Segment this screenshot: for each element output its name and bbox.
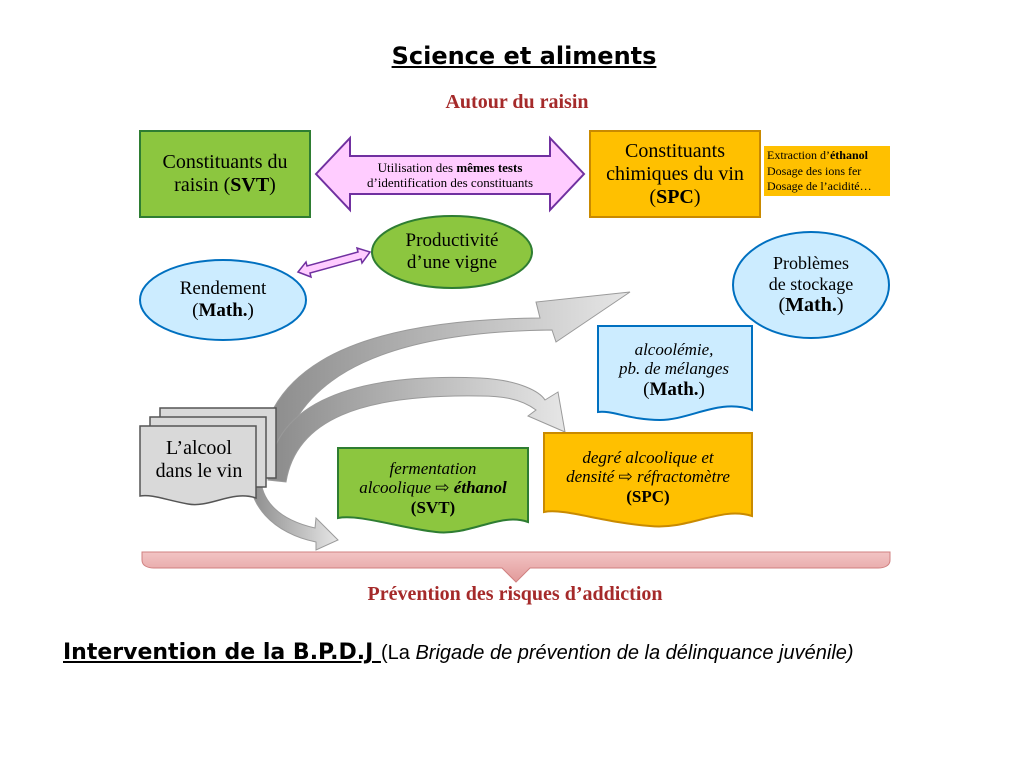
productivite-label: Productivité d’une vigne bbox=[405, 230, 499, 273]
vin-note: Extraction d’éthanol Dosage des ions fer… bbox=[764, 146, 890, 196]
rendement-ellipse bbox=[139, 259, 307, 341]
vin-label: Constituants chimiques du vin (SPC) bbox=[606, 139, 744, 208]
intervention-line: Intervention de la B.P.D.J (La Brigade d… bbox=[63, 640, 854, 665]
arrow-right-icon: ⇨ bbox=[618, 467, 633, 487]
curved-arrow-top bbox=[257, 291, 631, 471]
brace-bar bbox=[141, 551, 891, 583]
degre-label: degré alcoolique et densité ⇨ réfractomè… bbox=[566, 447, 730, 506]
problemes-ellipse bbox=[732, 231, 890, 339]
page-title: Science et aliments bbox=[391, 42, 657, 70]
fermentation-document bbox=[337, 447, 529, 534]
raisin-label: Constituants du raisin (SVT) bbox=[162, 151, 288, 196]
rendement-label: Rendement (Math.) bbox=[179, 278, 267, 321]
problemes-label: Problèmes de stockage (Math.) bbox=[768, 252, 854, 317]
fermentation-label: fermentation alcoolique ⇨ éthanol (SVT) bbox=[359, 458, 507, 517]
arrow-right-icon: ⇨ bbox=[435, 478, 450, 498]
curved-arrow-middle bbox=[267, 376, 566, 483]
arrow-label: Utilisation des mêmes tests d’identifica… bbox=[366, 160, 534, 190]
small-double-arrow bbox=[296, 246, 372, 279]
alcoolemie-label: alcoolémie, pb. de mélanges (Math.) bbox=[618, 339, 729, 400]
brace-label: Prévention des risques d’addiction bbox=[367, 583, 663, 605]
alcool-doc-front bbox=[139, 425, 257, 506]
degre-document bbox=[543, 432, 753, 528]
vin-box bbox=[589, 130, 761, 218]
double-arrow bbox=[314, 135, 586, 213]
productivite-ellipse bbox=[371, 215, 533, 289]
intervention-title: Intervention de la B.P.D.J bbox=[63, 640, 381, 665]
page-subtitle: Autour du raisin bbox=[445, 91, 589, 113]
raisin-box bbox=[139, 130, 311, 218]
alcoolemie-document bbox=[597, 325, 753, 422]
alcool-label: L’alcool dans le vin bbox=[155, 437, 243, 482]
